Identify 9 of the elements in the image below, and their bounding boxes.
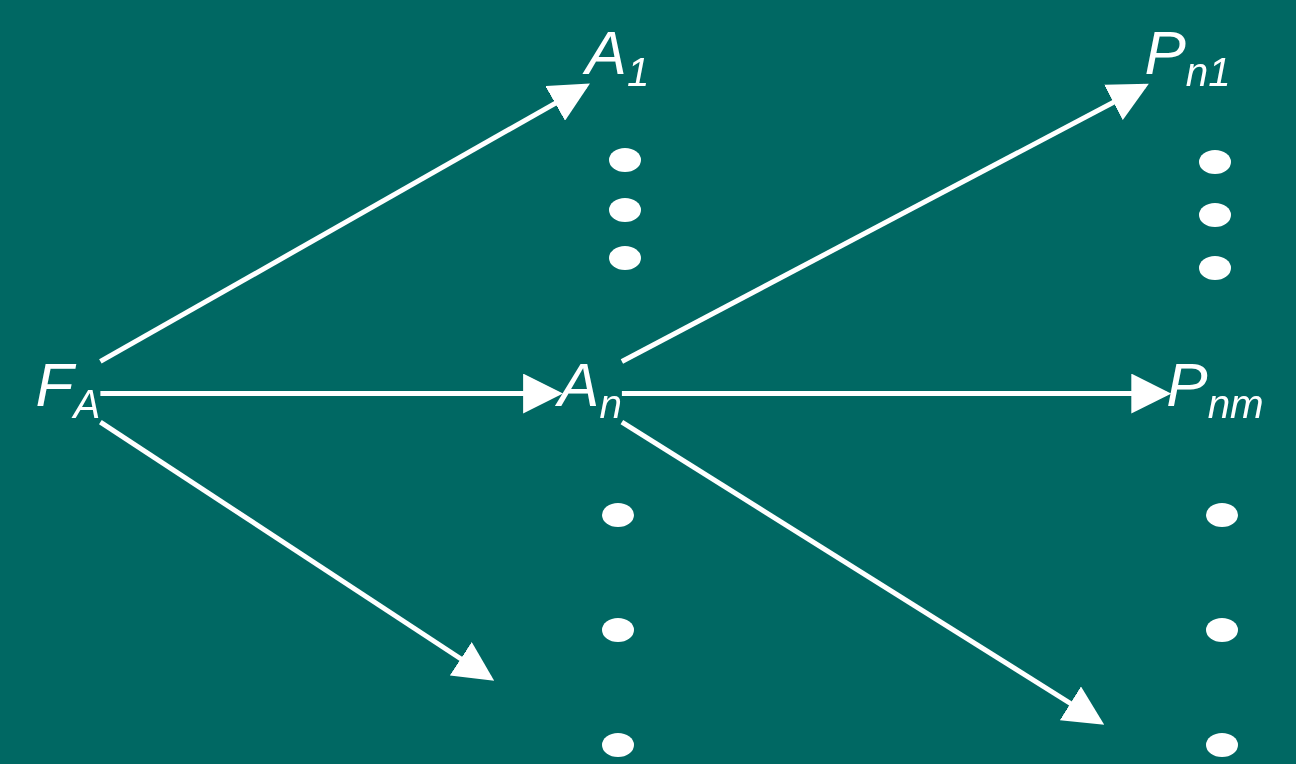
arrow	[100, 373, 564, 414]
arrow	[621, 373, 1172, 414]
arrow	[99, 83, 590, 364]
arrow	[620, 420, 1105, 725]
variable-label: P$_{nm}$	[1166, 354, 1264, 426]
variable-label: P$_{n1}$	[1144, 21, 1231, 94]
variable-label: F$_{A}$	[35, 354, 101, 426]
arrow	[620, 83, 1149, 364]
arrow	[99, 420, 495, 681]
